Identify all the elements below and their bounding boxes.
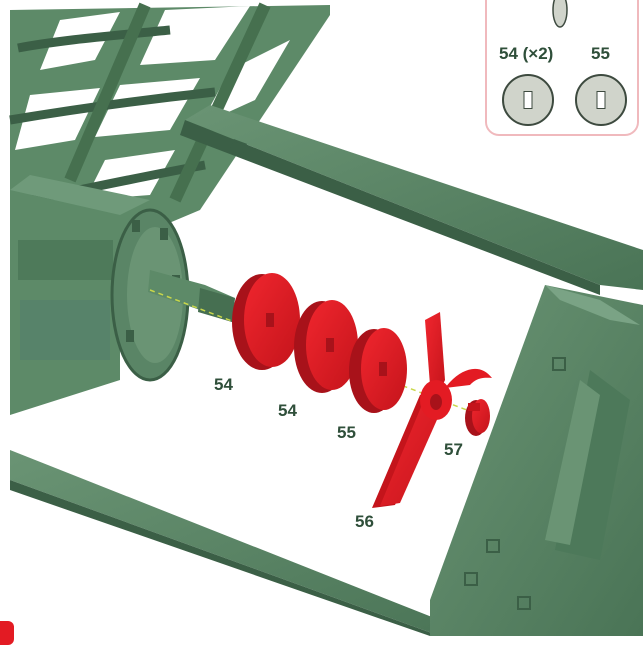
callout-part-54 <box>502 74 554 126</box>
callout-label-55: 55 <box>591 44 610 64</box>
label-part-54-first: 54 <box>214 375 233 395</box>
part-55-disc <box>349 328 407 413</box>
part-54-disc-b <box>294 300 358 393</box>
part-57-pin <box>465 399 490 436</box>
label-part-56: 56 <box>355 512 374 532</box>
label-part-57: 57 <box>444 440 463 460</box>
part-54-disc-a <box>232 273 300 370</box>
label-part-55: 55 <box>337 423 356 443</box>
parts-callout: 54 (×2) 55 <box>485 0 639 136</box>
page-corner-marker <box>0 621 14 645</box>
right-frame <box>430 285 643 636</box>
label-part-54-second: 54 <box>278 401 297 421</box>
part-preview-top <box>549 0 571 30</box>
callout-part-55 <box>575 74 627 126</box>
callout-label-54: 54 (×2) <box>499 44 553 64</box>
